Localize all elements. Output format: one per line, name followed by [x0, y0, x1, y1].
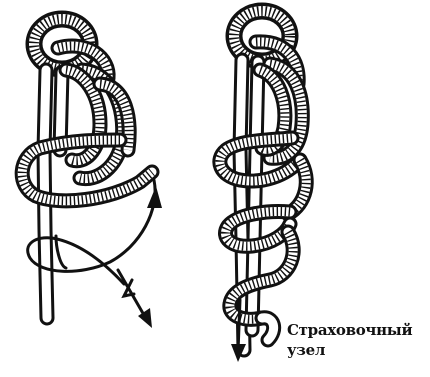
caption-line-1: Страховочный — [287, 320, 430, 340]
finished-knot-icon — [220, 11, 306, 362]
caption-line-2: узел — [287, 340, 430, 360]
standing-rope — [240, 60, 258, 350]
diagram-caption: Страховочный узел — [287, 320, 430, 360]
knot-tying-step-icon — [22, 19, 162, 328]
